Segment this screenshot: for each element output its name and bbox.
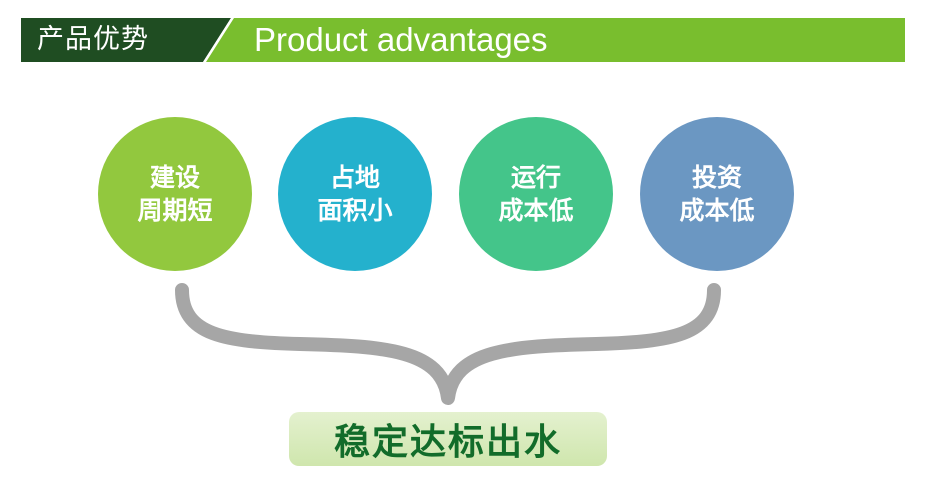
- advantage-line1: 投资: [691, 163, 742, 192]
- advantage-circle-low-operating-cost: 运行 成本低: [459, 117, 613, 271]
- advantage-line1: 运行: [510, 163, 561, 192]
- advantage-line2: 成本低: [679, 196, 755, 225]
- advantage-line2: 周期短: [137, 196, 213, 225]
- advantage-circle-small-footprint: 占地 面积小: [278, 117, 432, 271]
- result-label-box: 稳定达标出水: [289, 412, 607, 466]
- advantage-line1: 占地: [329, 163, 380, 192]
- advantage-line2: 成本低: [498, 196, 574, 225]
- section-header: 产品优势 Product advantages: [21, 18, 905, 62]
- header-banner-shape: [21, 18, 905, 62]
- advantage-line2: 面积小: [317, 196, 393, 225]
- advantage-line1: 建设: [149, 163, 200, 192]
- header-title-en: Product advantages: [254, 21, 548, 58]
- advantage-circle-short-construction: 建设 周期短: [98, 117, 252, 271]
- advantage-circle-low-investment-cost: 投资 成本低: [640, 117, 794, 271]
- header-title-cn: 产品优势: [37, 24, 149, 55]
